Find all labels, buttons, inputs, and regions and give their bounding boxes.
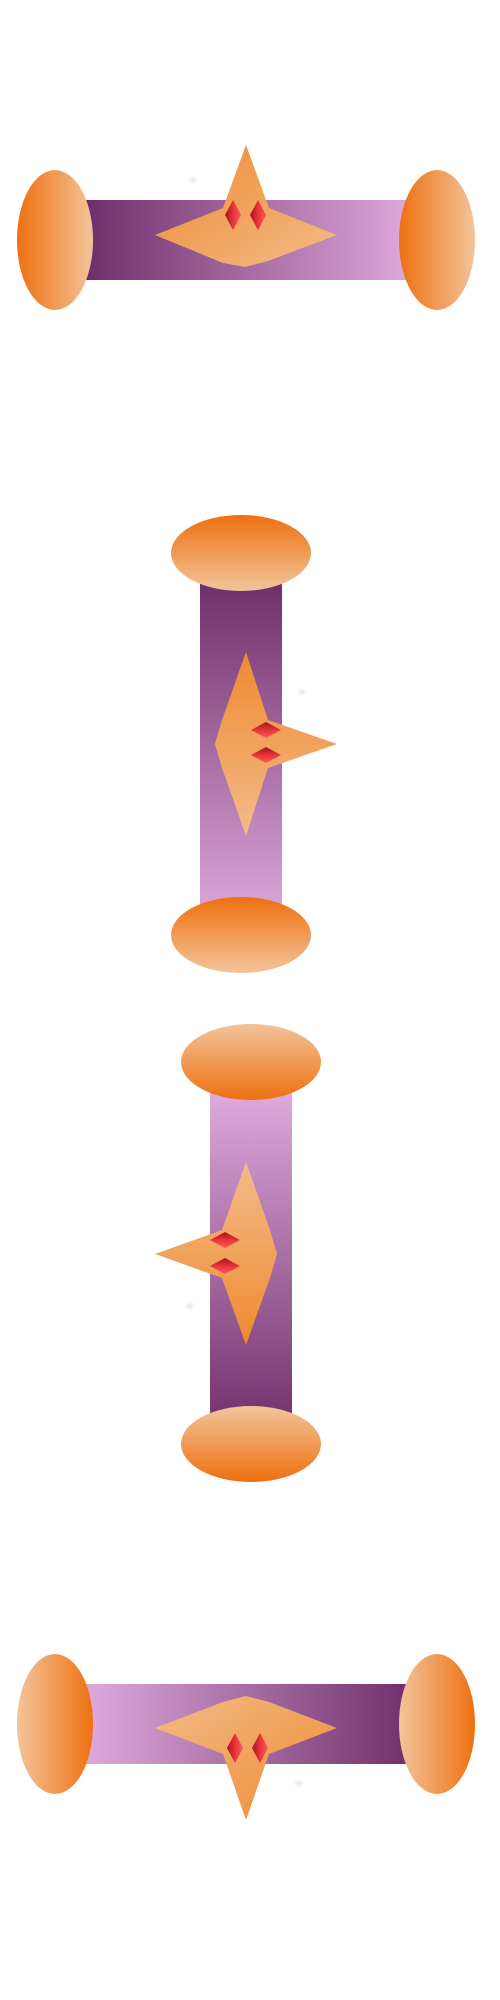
gem [227,1733,243,1763]
star-shape [155,1162,277,1345]
end-cap-top [181,1024,321,1100]
star-shape [215,652,337,836]
gem [250,200,266,230]
gem-pair [227,1733,268,1763]
end-cap-bottom [181,1406,321,1482]
gem [251,747,281,763]
dumbbell-figure-4 [17,1654,475,1820]
gem [225,200,241,230]
end-cap-bottom [171,897,311,973]
gem-pair [225,200,266,230]
gem-pair [210,1232,240,1274]
star-shape [155,145,337,267]
dust-speck [186,174,200,186]
end-cap-right [399,170,475,310]
gem [210,1258,240,1274]
dumbbell-figure-3 [155,1024,321,1482]
dumbbell-figure-2 [171,515,337,973]
star-shape [155,1696,337,1820]
dust-speck [183,1300,197,1312]
gem [210,1232,240,1248]
dust-speck [295,686,309,698]
dust-speck [292,1777,306,1789]
gem [252,1733,268,1763]
end-cap-left [17,170,93,310]
gem [251,722,281,738]
dumbbell-figure-1 [17,145,475,310]
gem-pair [251,722,281,763]
end-cap-top [171,515,311,591]
end-cap-left [17,1654,93,1794]
end-cap-right [399,1654,475,1794]
